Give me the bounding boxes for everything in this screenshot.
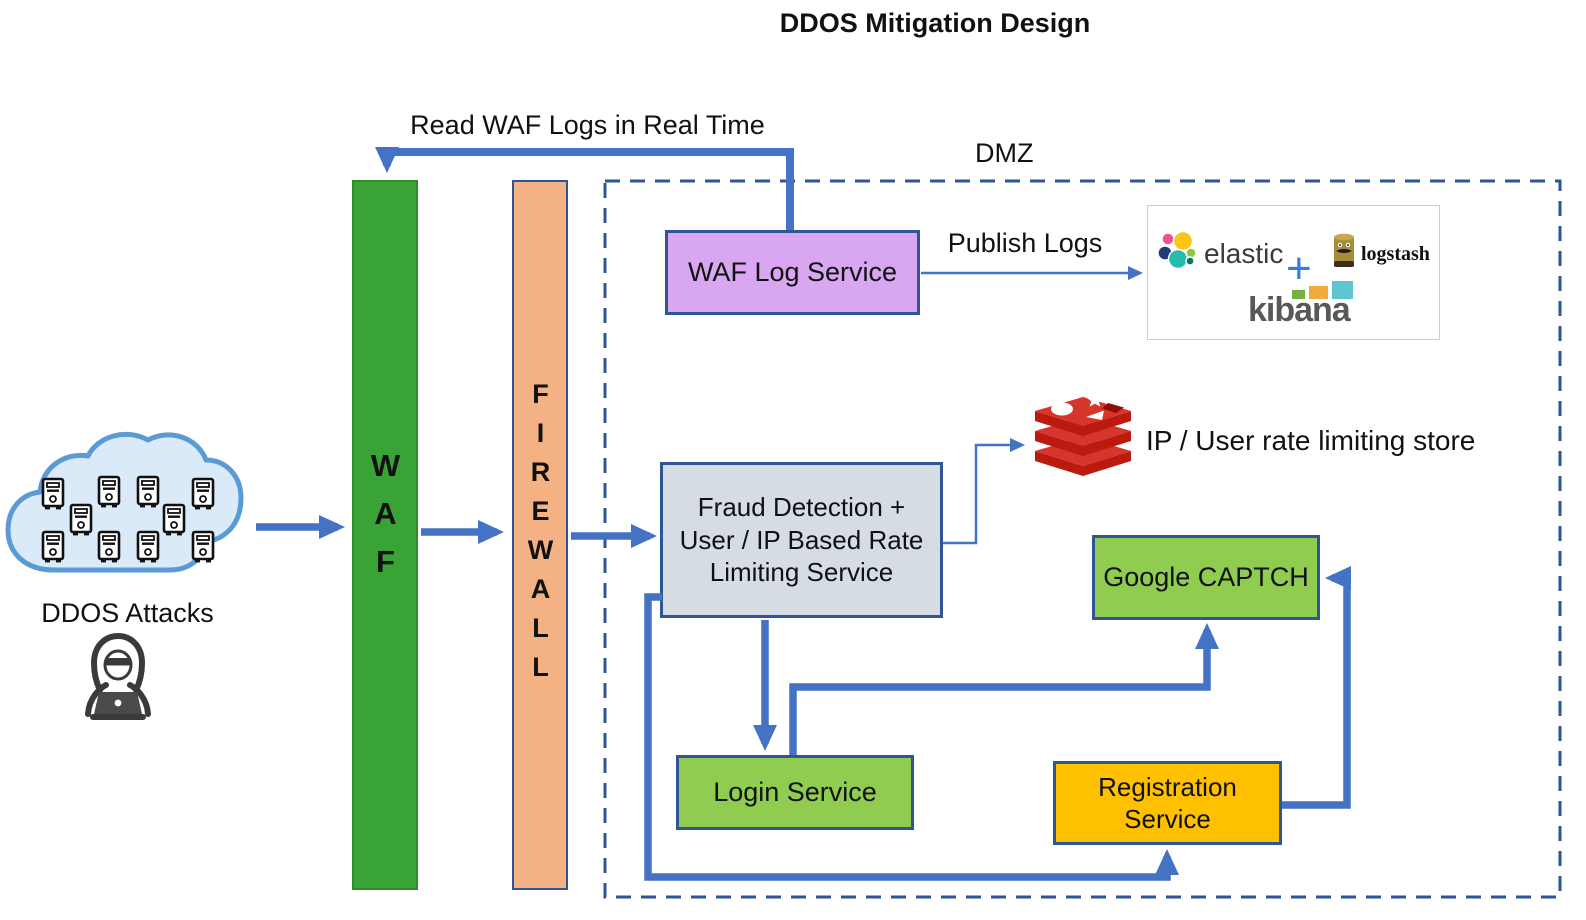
google-captcha-label: Google CAPTCH (1103, 561, 1309, 592)
registration-service-label: Registration Service (1098, 771, 1237, 835)
server-icon (69, 503, 93, 537)
read-waf-logs-label: Read WAF Logs in Real Time (410, 110, 765, 140)
hacker-icon (85, 632, 151, 720)
page-title: DDOS Mitigation Design (779, 8, 1091, 38)
server-icon (136, 530, 160, 564)
server-icon (136, 475, 160, 509)
firewall-bar-label: FIREWALL (525, 379, 556, 691)
logstash-logo-icon (1334, 233, 1354, 267)
registration-service-box: Registration Service (1053, 761, 1282, 845)
elastic-logo-text: elastic (1204, 238, 1284, 269)
logstash-logo-text: logstash (1361, 243, 1430, 265)
fraud-detection-label: Fraud Detection + User / IP Based Rate L… (679, 492, 924, 588)
arrow-fraud-to-redis (943, 438, 1025, 545)
server-icon (191, 530, 215, 564)
google-captcha-box: Google CAPTCH (1092, 535, 1320, 620)
elk-stack-box: elastic + logstash kibana (1147, 205, 1440, 340)
waf-bar: WAF (352, 180, 418, 890)
server-icon (97, 475, 121, 509)
server-icon (162, 503, 186, 537)
waf-log-service-label: WAF Log Service (687, 256, 898, 287)
login-service-box: Login Service (676, 755, 914, 830)
kibana-logo-text: kibana (1248, 291, 1351, 329)
redis-icon (1035, 393, 1131, 476)
waf-log-service-box: WAF Log Service (665, 230, 920, 315)
waf-bar-label: WAF (368, 448, 403, 592)
cloud-shape (5, 431, 244, 573)
firewall-bar: FIREWALL (512, 180, 568, 890)
server-icon (97, 530, 121, 564)
fraud-detection-box: Fraud Detection + User / IP Based Rate L… (660, 462, 943, 618)
login-service-label: Login Service (713, 776, 877, 807)
attack-cloud-icon (5, 431, 244, 573)
kibana-logo: kibana (1248, 279, 1378, 329)
server-icon (191, 477, 215, 511)
rate-limit-store-label: IP / User rate limiting store (1146, 425, 1476, 456)
elastic-logo-icon (1157, 230, 1197, 270)
arrow-login-to-captcha (789, 623, 1219, 755)
publish-logs-label: Publish Logs (947, 228, 1103, 258)
dmz-label: DMZ (975, 138, 1034, 168)
ddos-attacks-label: DDOS Attacks (41, 598, 214, 628)
server-icon (41, 530, 65, 564)
server-icon (41, 477, 65, 511)
arrow-read-waf-logs (375, 147, 794, 230)
